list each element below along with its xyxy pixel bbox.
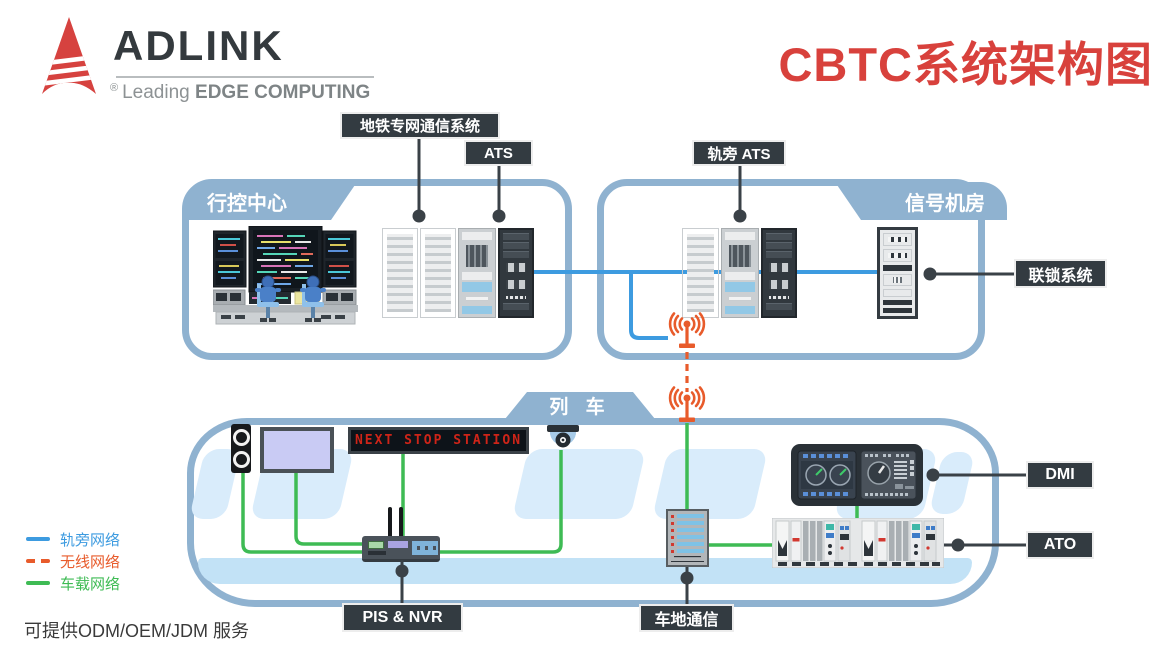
services-note: 可提供ODM/OEM/JDM 服务 — [24, 621, 249, 641]
legend-item-wireless: 无线网络 — [26, 550, 120, 572]
tagline-bold: EDGE COMPUTING — [195, 82, 371, 103]
dome-camera-icon — [547, 425, 579, 448]
tagline-light: Leading — [122, 82, 190, 103]
legend-label: 无线网络 — [60, 553, 121, 571]
train-antenna-icon — [668, 386, 706, 422]
page-title: CBTC系统架构图 — [778, 38, 1153, 91]
callout-pis-nvr: PIS & NVR — [342, 603, 463, 632]
callout-wayside-ats: 轨旁 ATS — [692, 140, 786, 166]
callout-interlocking: 联锁系统 — [1014, 259, 1107, 288]
registered-mark: ® — [110, 82, 119, 94]
logo-tagline: ®Leading EDGE COMPUTING — [110, 82, 370, 104]
control-center-tab: 行控中心 — [185, 182, 357, 220]
ato-chassis — [772, 518, 944, 568]
brand-name: ADLINK — [113, 22, 284, 69]
callout-ato: ATO — [1026, 531, 1094, 559]
train-window — [511, 449, 647, 519]
callout-train-ground: 车地通信 — [639, 604, 734, 632]
router-antenna — [388, 507, 392, 538]
server-rack-vented — [382, 228, 418, 318]
wayside-antenna-icon — [668, 312, 706, 348]
router-antenna — [399, 507, 403, 538]
legend: 轨旁网络 无线网络 车载网络 — [26, 528, 120, 594]
server-rack-dark — [761, 228, 797, 318]
legend-item-onboard: 车载网络 — [26, 572, 120, 594]
server-rack-vented — [420, 228, 456, 318]
logo-divider — [116, 76, 374, 78]
operator-figure — [255, 275, 281, 322]
speaker-icon — [231, 424, 251, 473]
pis-nvr-router — [362, 536, 440, 562]
legend-label: 车载网络 — [60, 575, 121, 593]
control-room-illustration — [213, 226, 358, 325]
adlink-logo-mark — [42, 17, 96, 94]
callout-ats: ATS — [464, 140, 533, 166]
pis-display-screen — [260, 427, 334, 473]
wireless-line-swatch — [26, 559, 50, 563]
operator-figure — [300, 275, 326, 322]
ats-server-rack — [498, 228, 534, 318]
legend-item-trackside: 轨旁网络 — [26, 528, 120, 550]
callout-dmi: DMI — [1026, 461, 1094, 489]
dmi-console — [791, 444, 923, 506]
callout-metro-comm: 地铁专网通信系统 — [340, 112, 500, 139]
legend-label: 轨旁网络 — [60, 531, 121, 549]
trackside-line-swatch — [26, 537, 50, 541]
train-ground-comm-unit — [666, 509, 709, 567]
train-tab: 列 车 — [505, 392, 655, 419]
signal-room-tab: 信号机房 — [835, 182, 1007, 220]
interlocking-rack — [877, 227, 918, 319]
onboard-line-swatch — [26, 581, 50, 585]
led-text: NEXT STOP STATION — [354, 433, 523, 448]
server-rack-vented — [682, 228, 719, 318]
comm-rack — [458, 228, 496, 318]
led-destination-sign: NEXT STOP STATION — [348, 427, 529, 454]
adlink-logo: ADLINK ®Leading EDGE COMPUTING — [38, 14, 374, 110]
wayside-ats-rack — [721, 228, 759, 318]
